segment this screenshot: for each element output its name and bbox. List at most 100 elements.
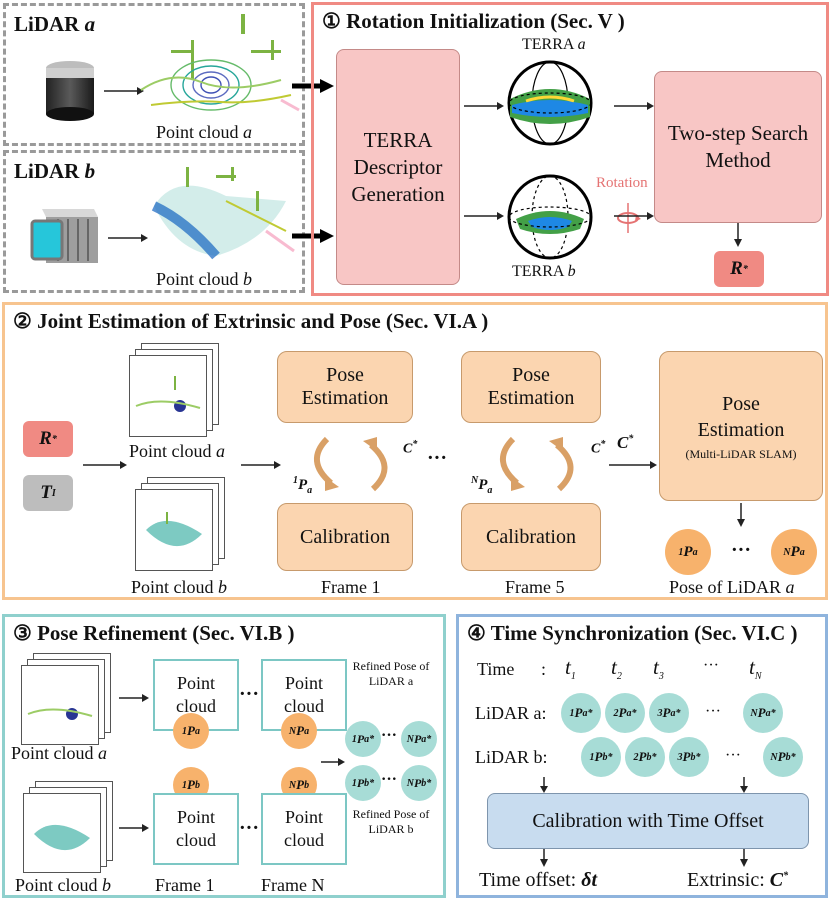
lidar-a-panel: LiDAR a Point cloud a [3, 3, 305, 146]
time-t3: t3 [653, 655, 664, 683]
sync-ellipsis-b: ··· [725, 747, 741, 764]
final-pose-estimation-label: Pose Estimation [697, 392, 785, 441]
stage3-cloud-a-stack [21, 653, 111, 745]
stage3-cloud-box-a1-label: Point cloud [176, 673, 216, 716]
refined-ellipsis-a: ··· [381, 727, 398, 744]
terra-b-sphere [507, 174, 593, 260]
point-cloud-b-stack [135, 477, 225, 571]
stage3-cloud-box-b1: Point cloud [153, 793, 239, 865]
stage3-cloud-a-label: Point cloud a [11, 743, 108, 763]
point-cloud-a-image [140, 14, 300, 112]
stage3-cloud-b-stack [23, 781, 113, 873]
p1a-label-frame1: 1Pa [293, 475, 313, 496]
cycle-arrows-5 [500, 436, 574, 492]
terra-descriptor-label: TERRA Descriptor Generation [351, 127, 445, 206]
lidar-b-panel: LiDAR b Point cloud b [3, 150, 305, 293]
lidar-a-row-label: LiDAR a: [475, 703, 547, 723]
stage3-cloud-b-label: Point cloud b [15, 875, 112, 895]
point-cloud-a-stack [129, 343, 219, 437]
stage2-cloud-a-label: Point cloud a [129, 441, 226, 461]
extrinsic-label: Extrinsic: C* [687, 869, 789, 891]
calibration-label-1: Calibration [300, 525, 390, 548]
terra-b-label: TERRA b [512, 263, 576, 280]
lidar-b-title: LiDAR b [14, 159, 96, 183]
lidar-solid-state-icon [30, 209, 98, 263]
stage1-panel: ① Rotation Initialization (Sec. V ) TERR… [311, 2, 829, 296]
pose-estimation-label-5: Pose Estimation [487, 364, 575, 409]
stage3-title: ③ Pose Refinement (Sec. VI.B ) [13, 621, 295, 645]
calibration-label-5: Calibration [486, 525, 576, 548]
stage3-cloud-box-b1-label: Point cloud [176, 807, 216, 850]
stage4-title: ④ Time Synchronization (Sec. VI.C ) [467, 621, 798, 645]
stage3-cloud-box-a1: Point cloud [153, 659, 239, 731]
calibration-time-offset-label: Calibration with Time Offset [532, 809, 764, 832]
time-t1: t1 [565, 655, 576, 683]
calibration-time-offset-box: Calibration with Time Offset [487, 793, 809, 849]
pose-estimation-label-1: Pose Estimation [301, 364, 389, 409]
cycle-arrows-1 [314, 436, 388, 492]
multi-lidar-slam-label: (Multi-LiDAR SLAM) [685, 446, 797, 461]
stage2-cloud-b-label: Point cloud b [131, 577, 228, 597]
stage3-frameN-label: Frame N [261, 875, 325, 895]
refined-ellipsis-b: ··· [381, 771, 398, 788]
time-ellipsis: ··· [703, 657, 719, 674]
lidar-puck-icon [46, 61, 94, 121]
terra-descriptor-box: TERRA Descriptor Generation [336, 49, 460, 285]
frame1-label: Frame 1 [321, 577, 381, 597]
pose-estimation-box-5: Pose Estimation [461, 351, 601, 423]
pose-estimation-box-1: Pose Estimation [277, 351, 413, 423]
stage3-cloud-box-bN-label: Point cloud [284, 807, 324, 850]
r-star-input: R* [23, 421, 73, 457]
delta-t-symbol: δt [581, 869, 598, 891]
stage3-frame1-label: Frame 1 [155, 875, 215, 895]
calibration-box-1: Calibration [277, 503, 413, 571]
c-star-label-frame1: C* [403, 439, 418, 457]
stage1-title: ① Rotation Initialization (Sec. V ) [322, 9, 625, 33]
pose-of-lidar-a-label: Pose of LiDAR a [669, 577, 795, 597]
stage3-ellipsis-b: ··· [239, 817, 260, 839]
frame5-label: Frame 5 [505, 577, 565, 597]
pNa-label-frame5: NPa [471, 475, 493, 496]
point-cloud-b-label: Point cloud b [156, 269, 253, 289]
stage3-cloud-box-aN-label: Point cloud [284, 673, 324, 716]
lidar-b-row-label: LiDAR b: [475, 747, 548, 767]
c-star-label-frame5: C* [591, 439, 606, 457]
stage3-cloud-box-bN: Point cloud [261, 793, 347, 865]
terra-a-label: TERRA a [522, 36, 586, 53]
frames-ellipsis: ··· [427, 447, 448, 469]
rotation-label: Rotation [596, 175, 648, 191]
time-offset-label: Time offset: δt [479, 869, 598, 891]
pose-ellipsis: ··· [731, 539, 752, 561]
two-step-search-label: Two-step Search Method [667, 121, 809, 172]
point-cloud-a-label: Point cloud a [156, 122, 253, 142]
stage2-title: ② Joint Estimation of Extrinsic and Pose… [13, 309, 489, 333]
final-pose-estimation-box: Pose Estimation (Multi-LiDAR SLAM) [659, 351, 823, 501]
stage4-panel: ④ Time Synchronization (Sec. VI.C ) Time… [456, 614, 828, 898]
sync-ellipsis-a: ··· [705, 703, 721, 720]
time-tN: tN [749, 655, 762, 683]
terra-a-sphere [507, 60, 593, 146]
r-star-output: R* [714, 251, 764, 287]
two-step-search-box: Two-step Search Method [654, 71, 822, 223]
point-cloud-b-image [151, 167, 295, 260]
stage3-ellipsis-a: ··· [239, 683, 260, 705]
refined-pose-a-label: Refined Pose of LiDAR a [352, 659, 430, 688]
calibration-box-5: Calibration [461, 503, 601, 571]
